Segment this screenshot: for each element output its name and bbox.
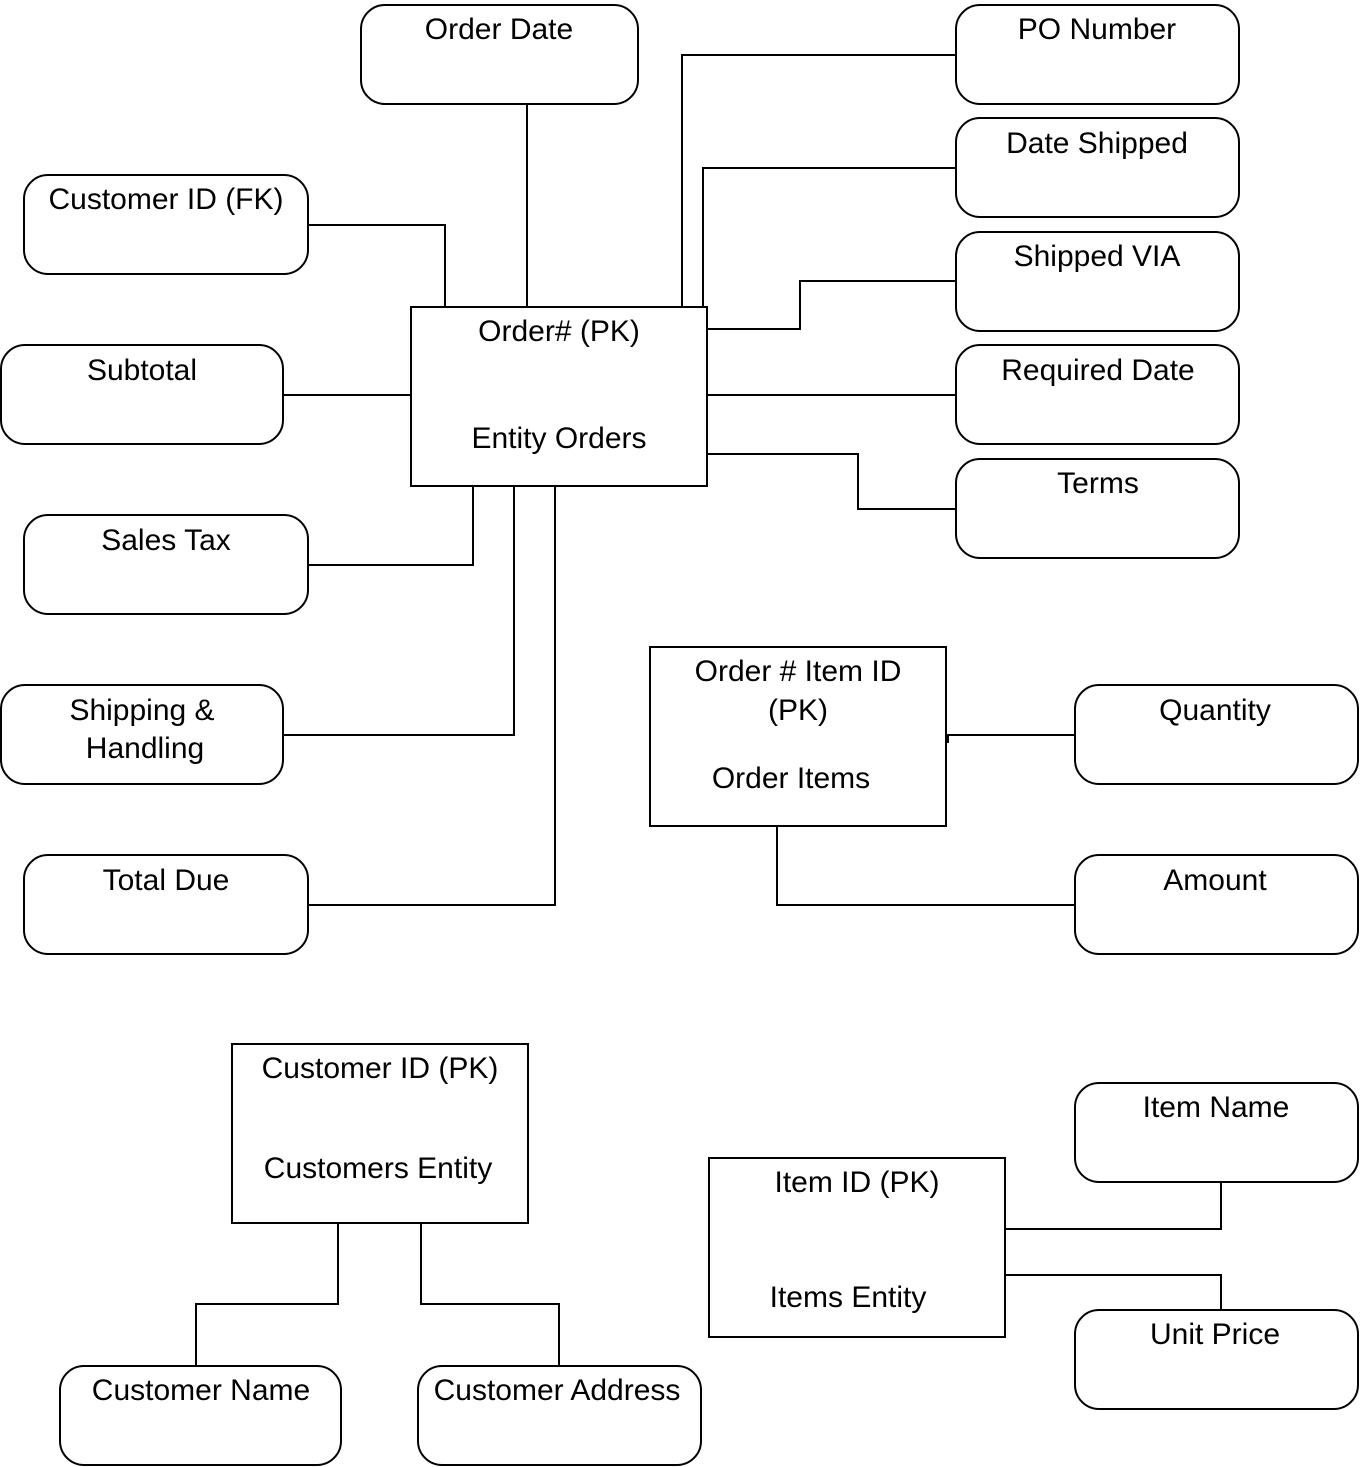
attribute-amount-box bbox=[1074, 854, 1359, 955]
attribute-customer-name-label: Customer Name bbox=[92, 1374, 310, 1407]
attribute-date-shipped: Date Shipped bbox=[955, 117, 1240, 218]
attribute-total-due: Total Due bbox=[23, 854, 309, 955]
connector-total-due bbox=[308, 486, 556, 906]
connector-shipped-via bbox=[707, 280, 956, 330]
entity-order-items-key-line2: (PK) bbox=[768, 694, 828, 727]
attribute-total-due-label: Total Due bbox=[103, 864, 230, 897]
attribute-required-date-label: Required Date bbox=[1001, 354, 1194, 387]
entity-order-items-name: Order Items bbox=[712, 762, 870, 795]
attribute-terms-label: Terms bbox=[1057, 467, 1139, 500]
attribute-shipping-handling-box bbox=[0, 684, 284, 785]
entity-orders-key: Order# (PK) bbox=[478, 315, 640, 348]
attribute-order-date: Order Date bbox=[360, 4, 639, 105]
entity-items-key: Item ID (PK) bbox=[774, 1166, 939, 1199]
attribute-unit-price: Unit Price bbox=[1074, 1309, 1359, 1410]
attribute-total-due-box bbox=[23, 854, 309, 955]
entity-items: Item ID (PK) Items Entity bbox=[708, 1157, 1006, 1338]
attribute-subtotal-box bbox=[0, 344, 284, 445]
attribute-required-date: Required Date bbox=[955, 344, 1240, 445]
entity-orders-name: Entity Orders bbox=[471, 422, 646, 455]
attribute-po-number: PO Number bbox=[955, 4, 1240, 105]
attribute-amount-label: Amount bbox=[1163, 864, 1267, 897]
attribute-po-number-box bbox=[955, 4, 1240, 105]
entity-items-name: Items Entity bbox=[770, 1281, 927, 1314]
connector-quantity bbox=[946, 734, 1075, 743]
entity-customers: Customer ID (PK) Customers Entity bbox=[231, 1043, 529, 1224]
connector-item-name bbox=[1005, 1182, 1222, 1230]
connector-customer-address bbox=[420, 1222, 560, 1366]
attribute-shipped-via-box bbox=[955, 231, 1240, 332]
attribute-customer-id-fk-box bbox=[23, 174, 309, 275]
attribute-sales-tax-label: Sales Tax bbox=[101, 524, 231, 557]
attribute-po-number-label: PO Number bbox=[1018, 13, 1176, 46]
attribute-customer-address-label: Customer Address bbox=[434, 1374, 681, 1407]
attribute-quantity-label: Quantity bbox=[1159, 694, 1271, 727]
attribute-terms: Terms bbox=[955, 458, 1240, 559]
attribute-item-name-label: Item Name bbox=[1143, 1091, 1290, 1124]
attribute-quantity: Quantity bbox=[1074, 684, 1359, 785]
attribute-unit-price-label: Unit Price bbox=[1150, 1318, 1280, 1351]
attribute-customer-address-box bbox=[417, 1365, 702, 1466]
attribute-terms-box bbox=[955, 458, 1240, 559]
entity-customers-name: Customers Entity bbox=[264, 1152, 492, 1185]
attribute-shipping-handling-line2: Handling bbox=[86, 732, 204, 765]
entity-customers-key: Customer ID (PK) bbox=[262, 1052, 499, 1085]
attribute-required-date-box bbox=[955, 344, 1240, 445]
attribute-item-name: Item Name bbox=[1074, 1082, 1359, 1183]
connector-customer-name bbox=[195, 1222, 339, 1366]
attribute-amount: Amount bbox=[1074, 854, 1359, 955]
attribute-customer-name-box bbox=[59, 1365, 342, 1466]
attribute-order-date-box bbox=[360, 4, 639, 105]
attribute-quantity-box bbox=[1074, 684, 1359, 785]
connector-unit-price bbox=[1005, 1274, 1222, 1310]
attribute-item-name-box bbox=[1074, 1082, 1359, 1183]
entity-order-items-key-line1: Order # Item ID bbox=[695, 655, 902, 688]
entity-order-items-box bbox=[649, 646, 947, 827]
attribute-customer-id-fk-label: Customer ID (FK) bbox=[48, 183, 283, 216]
attribute-unit-price-box bbox=[1074, 1309, 1359, 1410]
attribute-shipped-via-label: Shipped VIA bbox=[1014, 240, 1181, 273]
attribute-customer-address: Customer Address bbox=[417, 1365, 702, 1466]
attribute-customer-id-fk: Customer ID (FK) bbox=[23, 174, 309, 275]
attribute-shipped-via: Shipped VIA bbox=[955, 231, 1240, 332]
entity-items-box bbox=[708, 1157, 1006, 1338]
attribute-shipping-handling-line1: Shipping & bbox=[69, 694, 214, 727]
entity-orders-box bbox=[410, 306, 708, 487]
attribute-sales-tax-box bbox=[23, 514, 309, 615]
attribute-date-shipped-box bbox=[955, 117, 1240, 218]
connector-customer-id-fk bbox=[308, 224, 446, 307]
connector-amount bbox=[776, 826, 1075, 906]
attribute-subtotal: Subtotal bbox=[0, 344, 284, 445]
entity-order-items: Order # Item ID (PK) Order Items bbox=[649, 646, 947, 827]
entity-customers-box bbox=[231, 1043, 529, 1224]
attribute-date-shipped-label: Date Shipped bbox=[1006, 127, 1188, 160]
attribute-sales-tax: Sales Tax bbox=[23, 514, 309, 615]
connector-date-shipped bbox=[702, 167, 956, 307]
connector-terms bbox=[707, 453, 956, 510]
attribute-order-date-label: Order Date bbox=[425, 13, 573, 46]
connector-shipping-handling bbox=[283, 486, 515, 736]
attribute-shipping-handling: Shipping & Handling bbox=[0, 684, 284, 785]
entity-orders: Order# (PK) Entity Orders bbox=[410, 306, 708, 487]
attribute-customer-name: Customer Name bbox=[59, 1365, 342, 1466]
connector-sales-tax bbox=[308, 486, 474, 566]
connector-po-number bbox=[681, 54, 956, 307]
attribute-subtotal-label: Subtotal bbox=[87, 354, 197, 387]
